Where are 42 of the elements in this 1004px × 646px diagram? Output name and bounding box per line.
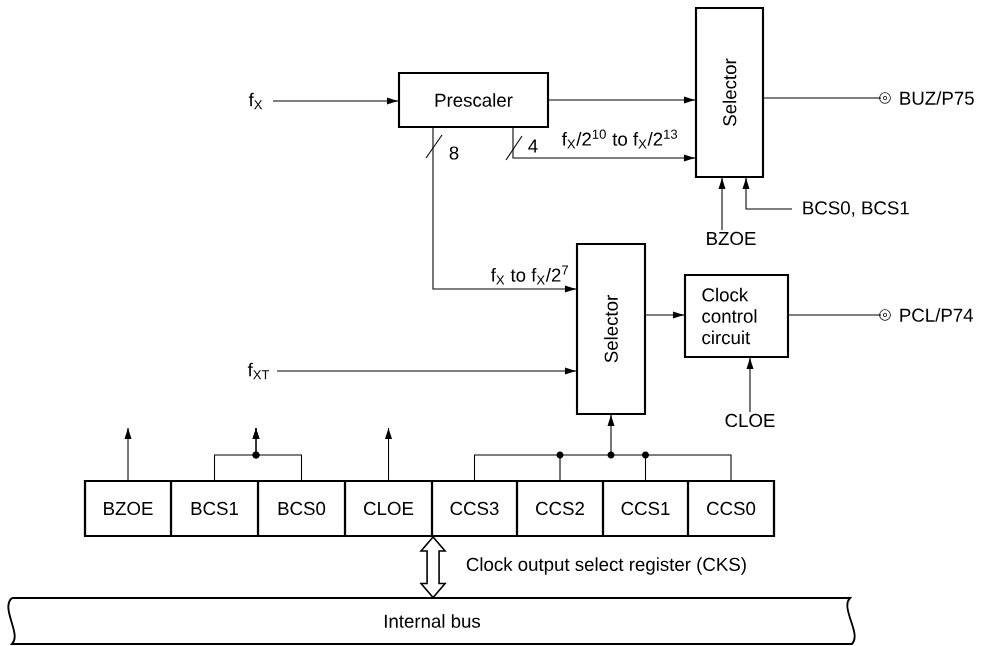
signal-arrow [385,427,392,481]
signal-label: BZOE [707,231,756,246]
arrow [512,127,696,162]
arrow [718,177,726,231]
register-cell: CCS0 [686,479,776,538]
register-cell: CCS1 [601,479,690,538]
signal-line [763,97,882,99]
signal-label: BCS0, BCS1 [803,201,909,217]
signal-arrow [124,427,132,481]
register-caption: Clock output select register (CKS) [466,557,746,575]
register-cell: CCS2 [515,479,605,538]
arrow [742,177,793,210]
arrow [645,311,685,319]
arrow [276,367,577,375]
signal-label: f$_{X}$ [248,92,263,110]
signal-arrow [252,427,303,481]
bus-width-label: 4 [528,139,538,153]
register-cell: BCS0 [256,479,347,538]
pin-label: BUZ/P75 [900,91,974,105]
arrow [432,127,577,293]
terminal-symbol [879,92,891,104]
register-cell: CLOE [343,479,434,538]
bus-width-label: 8 [449,146,459,160]
signal-label: CLOE [725,413,775,428]
edge-label: f$_{X}$ to f$_{X}$/2$^{7}$ [491,265,568,285]
signal-line [788,314,882,316]
selector-box: Selector [575,242,647,416]
arrow [746,357,754,413]
selector-box: Selector [694,6,765,179]
pin-label: PCL/P74 [900,308,973,322]
signal-arrow [473,414,732,481]
arrow [548,96,696,104]
arrow [272,97,399,105]
signal-label: f$_{XT}$ [247,362,270,380]
register-cell: BZOE [83,479,173,538]
terminal-symbol [879,309,891,321]
process-box: Prescaler [397,71,550,129]
edge-label: f$_{X}$/2$^{10}$ to f$_{X}$/2$^{13}$ [561,129,678,149]
register-cell: CCS3 [430,479,519,538]
register-cell: BCS1 [169,479,260,538]
bus-band: Internal bus [7,597,856,645]
process-box: Clock control circuit [683,273,790,359]
